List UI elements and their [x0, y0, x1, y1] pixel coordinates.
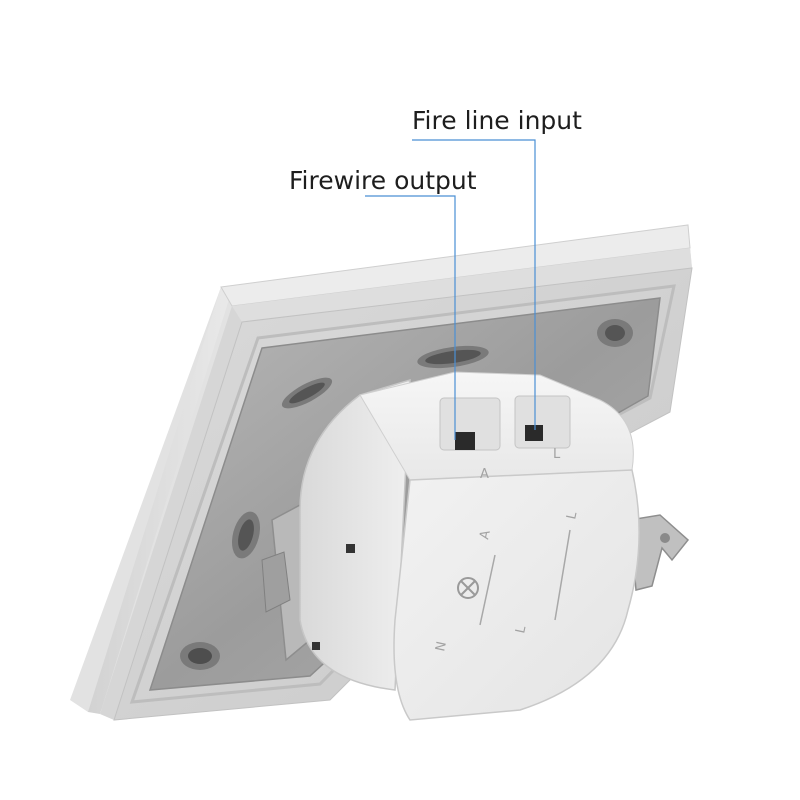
smart-module [299, 371, 640, 721]
marking-left-a: A [477, 529, 494, 541]
marking-top-a: A [480, 467, 489, 482]
marking-right-l1: L [564, 510, 580, 521]
fire-line-input-label: Fire line input [412, 106, 582, 135]
marking-right-l2: L [513, 624, 529, 635]
callout-leader-lines [365, 139, 536, 440]
marking-top-l: L [553, 447, 561, 462]
module-embossed-markings: A L A N L L [433, 447, 580, 653]
marking-left-n: N [433, 640, 450, 653]
firewire-output-label: Firewire output [289, 166, 477, 195]
